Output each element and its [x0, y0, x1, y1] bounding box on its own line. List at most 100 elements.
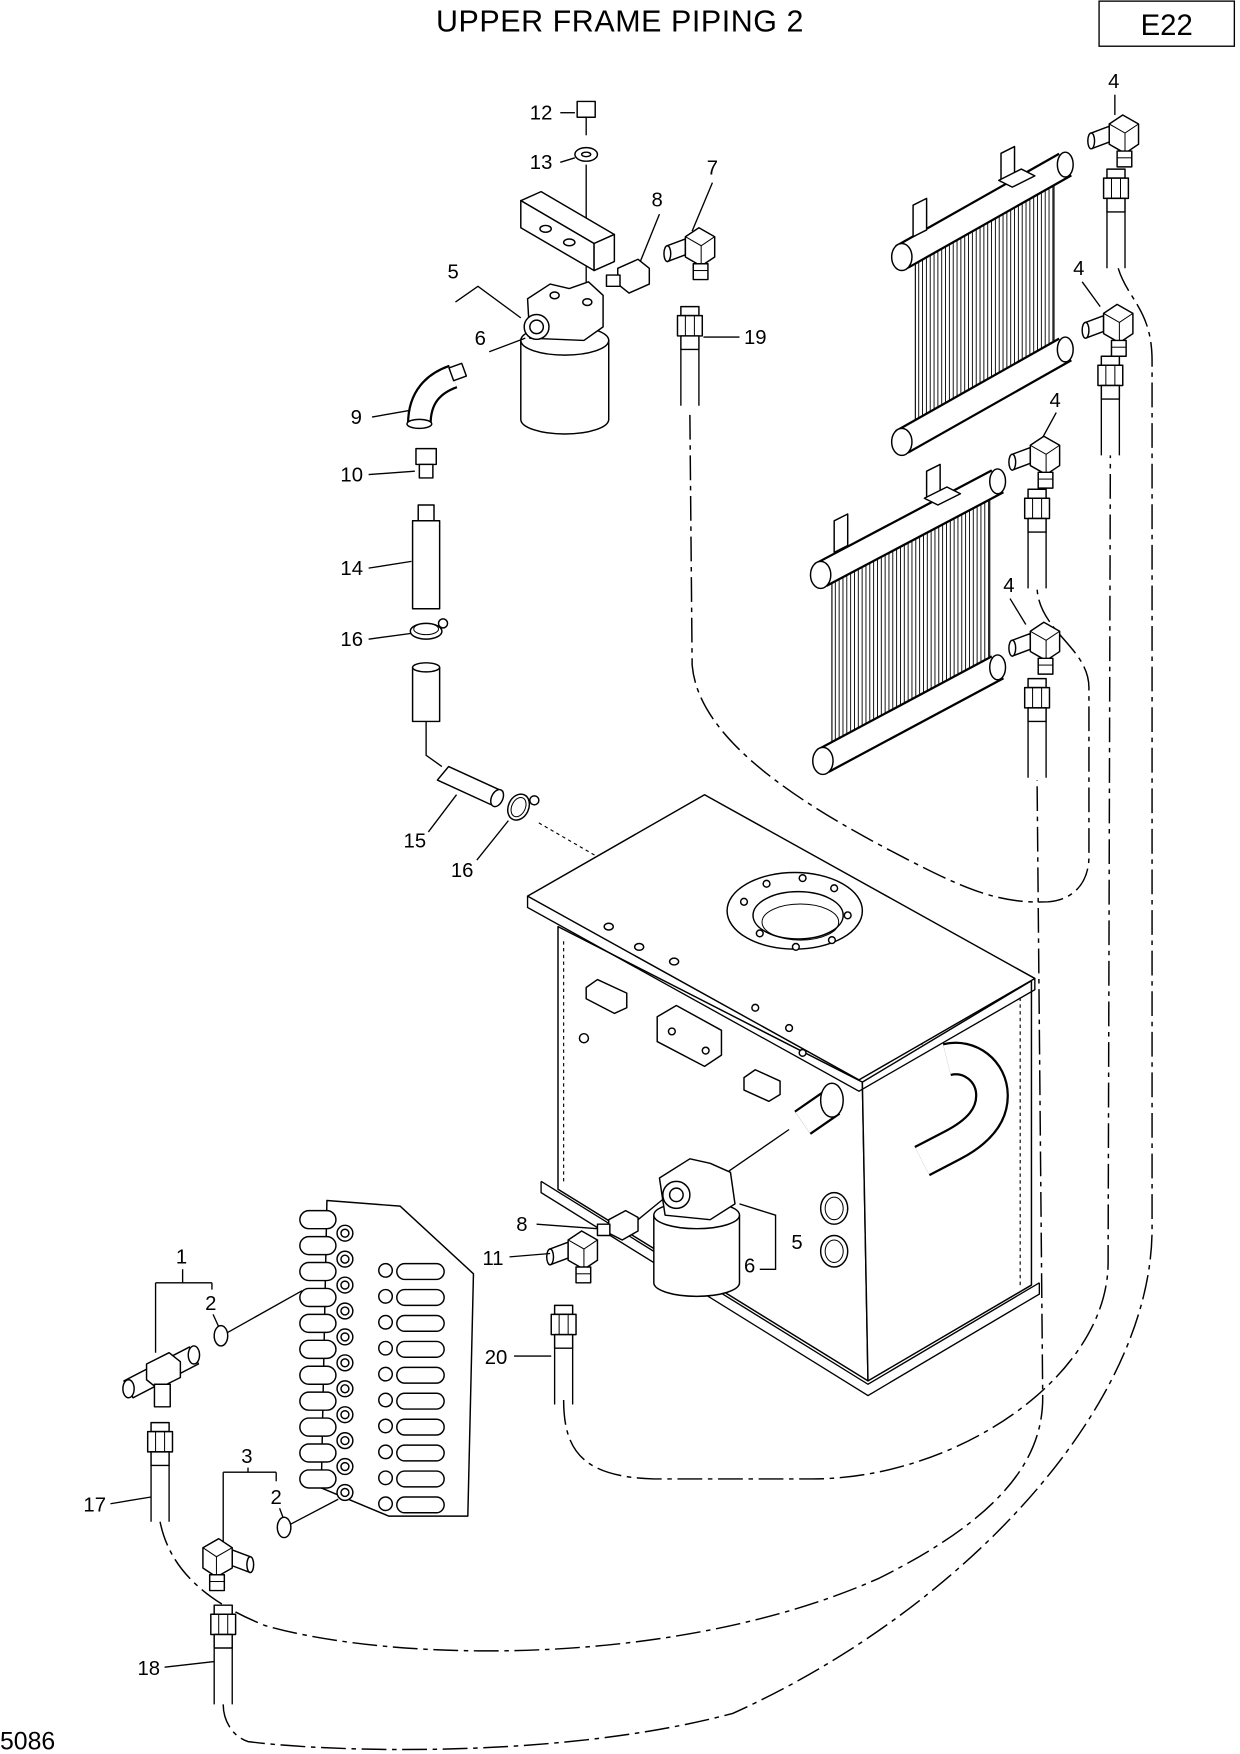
- valve-port: [378, 1392, 394, 1408]
- tank-hole: [751, 1003, 760, 1012]
- cooler-bracket: [998, 168, 1036, 188]
- tank-hole: [798, 1048, 807, 1057]
- valve-port: [378, 1418, 394, 1434]
- oil-cooler-lower: [809, 435, 1061, 779]
- valve-spool-cap: [299, 1261, 337, 1282]
- filter-port-bore: [529, 319, 545, 335]
- valve-port-bore: [340, 1487, 350, 1498]
- valve-port: [378, 1496, 394, 1512]
- elbow-11: [545, 1230, 599, 1284]
- adapter-nipple: [605, 274, 621, 288]
- hose-cooler-upper-a: [1102, 168, 1130, 270]
- callout-elbow-4a: 4: [1108, 71, 1119, 93]
- callout-hose-19: 19: [744, 327, 767, 349]
- tank-tab: [743, 1069, 781, 1103]
- flange-bolt-hole: [798, 874, 807, 883]
- valve-spool-cap: [299, 1235, 337, 1256]
- callout-clamp-16b: 16: [451, 860, 474, 882]
- hose-14: [411, 520, 441, 610]
- top-plate-hole: [603, 922, 614, 931]
- hose-17: [146, 1421, 174, 1523]
- callout-elbow-4c: 4: [1049, 390, 1060, 412]
- callout-hose-20: 20: [485, 1347, 508, 1369]
- route-hose-17: [159, 780, 1044, 1652]
- callout-tee-1: 1: [176, 1247, 187, 1269]
- filter-canister: [520, 339, 610, 435]
- flange-bolt-hole: [843, 911, 852, 920]
- callout-fitting-10: 10: [340, 464, 363, 486]
- callout-adapter-upper: 8: [652, 189, 663, 211]
- bracket-hole: [562, 238, 576, 247]
- filter-head-hole: [582, 297, 593, 307]
- clamp-screw: [437, 618, 449, 629]
- assembly-line-return: [726, 1128, 790, 1173]
- valve-spool-cap: [299, 1339, 337, 1360]
- hose-20: [550, 1304, 577, 1406]
- valve-spool-end: [396, 1392, 445, 1410]
- fitting-10-hex: [415, 447, 437, 466]
- tee-branch: [153, 1383, 171, 1408]
- valve-spool-end: [396, 1418, 445, 1436]
- flange-bolt-hole: [762, 879, 771, 888]
- filter-canister: [653, 1214, 741, 1298]
- valve-port: [378, 1470, 394, 1486]
- valve-port: [378, 1288, 394, 1304]
- valve-spool-end: [396, 1496, 445, 1514]
- route-hose-20: [562, 455, 1112, 1480]
- valve-port-bore: [340, 1435, 350, 1446]
- hose-cooler-upper-b: [1097, 355, 1124, 457]
- tank-flange-bore: [752, 890, 844, 940]
- valve-spool-end: [396, 1262, 445, 1281]
- cooler-bracket: [923, 486, 962, 506]
- elbow-3: [202, 1537, 255, 1592]
- filter-head-hole: [549, 291, 560, 300]
- callout-hose-14: 14: [340, 558, 363, 580]
- route-hose-19: [689, 414, 1090, 903]
- lower-filter-assembly: [545, 1158, 741, 1406]
- cooler-mount-tab: [833, 513, 849, 554]
- cooler-mount-tab: [912, 197, 928, 238]
- suction-hose-chain: [406, 362, 540, 821]
- valve-port-bore: [340, 1358, 350, 1368]
- elbow-4a: [1087, 114, 1140, 168]
- callout-leaders: [110, 94, 1116, 1668]
- callout-filter-upper: 5: [448, 261, 459, 283]
- flange-bolt-hole: [791, 942, 800, 952]
- hose-14-fitting: [417, 504, 435, 522]
- flange-bolt-hole: [830, 884, 839, 893]
- flange-bolt-hole: [739, 897, 749, 906]
- clamp-16b: [506, 793, 531, 821]
- upper-filter-assembly: [520, 100, 716, 435]
- valve-spool-end: [396, 1340, 445, 1358]
- valve-port-bore: [340, 1410, 350, 1420]
- o-ring-2a: [213, 1324, 229, 1347]
- valve-port-bore: [340, 1332, 350, 1342]
- callout-washer: 13: [530, 152, 553, 174]
- elbow-4b: [1081, 303, 1134, 357]
- callout-elbow-4b: 4: [1073, 258, 1084, 280]
- valve-fittings: [122, 1290, 339, 1706]
- valve-port-bore: [340, 1384, 350, 1394]
- elbow-4d: [1008, 621, 1061, 675]
- valve-spool-cap: [299, 1313, 337, 1334]
- assembly-line-hose: [425, 721, 443, 768]
- valve-port-bore: [340, 1461, 350, 1472]
- callouts: 12 13 8 7 5 6 9 10 14 16 15 16 19 4 4 4 …: [83, 71, 1119, 1680]
- adapter-nipple: [596, 1223, 611, 1237]
- valve-spool-cap: [299, 1287, 337, 1308]
- control-valve: [299, 1199, 475, 1517]
- o-ring-2b: [276, 1516, 292, 1539]
- callout-element-upper: 6: [475, 328, 486, 350]
- figure-number: 5086: [0, 1728, 55, 1754]
- callout-hose-17: 17: [83, 1495, 106, 1517]
- bolt-head: [576, 100, 596, 118]
- valve-port: [378, 1314, 394, 1330]
- top-plate-hole: [633, 942, 645, 952]
- valve-port-bore: [340, 1228, 350, 1238]
- valve-spool-cap: [299, 1469, 337, 1489]
- valve-port-bore: [340, 1254, 350, 1264]
- tank-hole: [784, 1023, 794, 1033]
- valve-spool-cap: [299, 1391, 337, 1411]
- route-upper-cooler-in: [222, 268, 1153, 1751]
- callout-adapter-lower: 8: [516, 1214, 527, 1236]
